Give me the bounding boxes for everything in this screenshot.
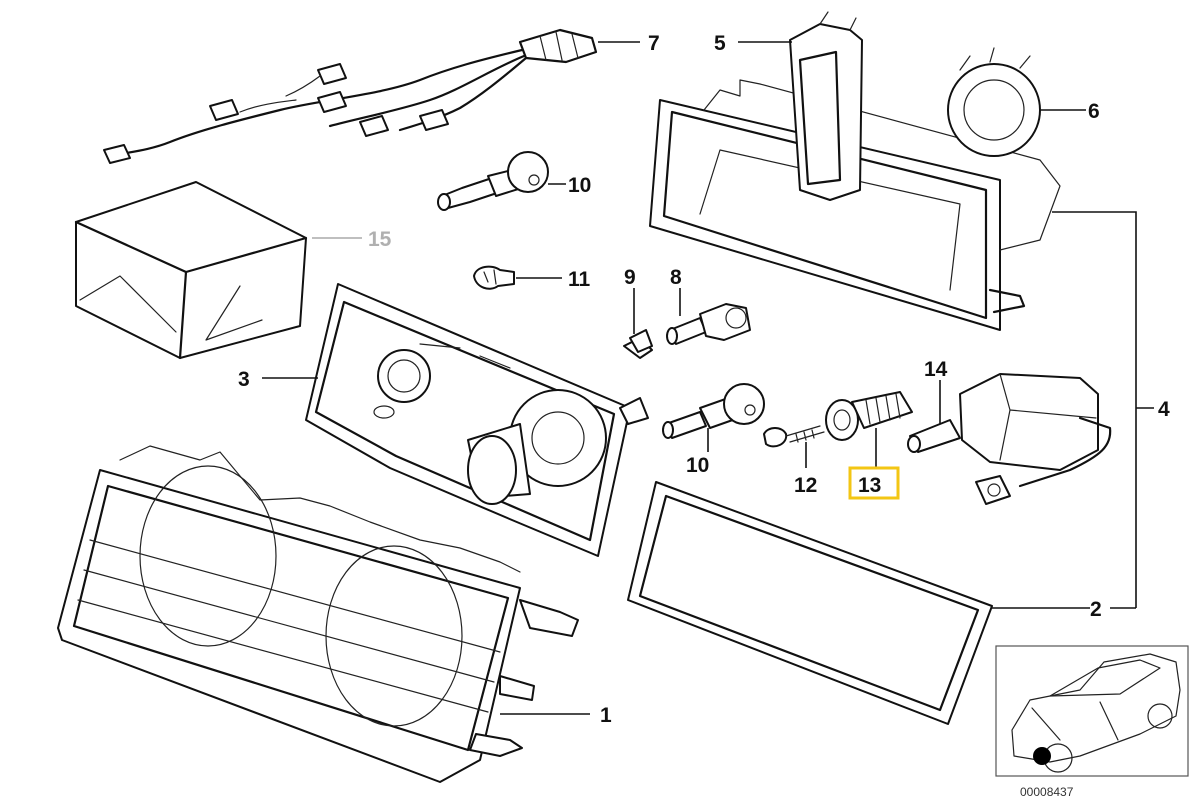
part-2-gasket[interactable] (627, 481, 993, 725)
callout-9[interactable]: 9 (624, 266, 636, 289)
callout-4[interactable]: 4 (1158, 398, 1170, 421)
part-3-reflector[interactable] (305, 283, 649, 557)
callout-15[interactable]: 15 (368, 228, 392, 251)
part-15-box[interactable] (74, 181, 308, 360)
part-12-screw[interactable] (763, 425, 825, 448)
part-10-bulb-top[interactable] (437, 151, 549, 211)
highlight-box-13 (848, 466, 900, 500)
part-14-leveling-motor[interactable] (907, 373, 1112, 505)
callout-11[interactable]: 11 (568, 268, 591, 291)
part-4-housing[interactable] (649, 79, 1061, 331)
part-6-adjuster[interactable] (947, 47, 1041, 157)
part-1-lens[interactable] (57, 445, 579, 783)
callout-7[interactable]: 7 (648, 32, 660, 55)
callout-8[interactable]: 8 (670, 266, 682, 289)
callout-3[interactable]: 3 (238, 368, 250, 391)
diagram-number: 00008437 (1020, 785, 1074, 799)
part-5-bracket[interactable] (789, 11, 863, 201)
part-10-bulb-middle[interactable] (662, 383, 765, 439)
car-location-thumbnail (995, 645, 1189, 777)
callout-13[interactable]: 13 (858, 474, 881, 497)
callout-5[interactable]: 5 (714, 32, 726, 55)
location-dot (1033, 747, 1051, 765)
part-8-bulb[interactable] (666, 303, 751, 345)
callout-14[interactable]: 14 (924, 358, 948, 381)
part-7-wiring-harness[interactable] (103, 28, 598, 164)
callout-12[interactable]: 12 (794, 474, 817, 497)
callout-2[interactable]: 2 (1090, 598, 1102, 621)
part-11-small-bulb[interactable] (473, 265, 515, 290)
callout-6[interactable]: 6 (1088, 100, 1100, 123)
callout-1[interactable]: 1 (600, 704, 612, 727)
part-9-bulb[interactable] (623, 329, 653, 359)
callout-10-middle[interactable]: 10 (686, 454, 709, 477)
part-13-adjusting-screw[interactable] (825, 391, 913, 441)
callout-10-top[interactable]: 10 (568, 174, 591, 197)
leader-4 (1052, 211, 1154, 608)
